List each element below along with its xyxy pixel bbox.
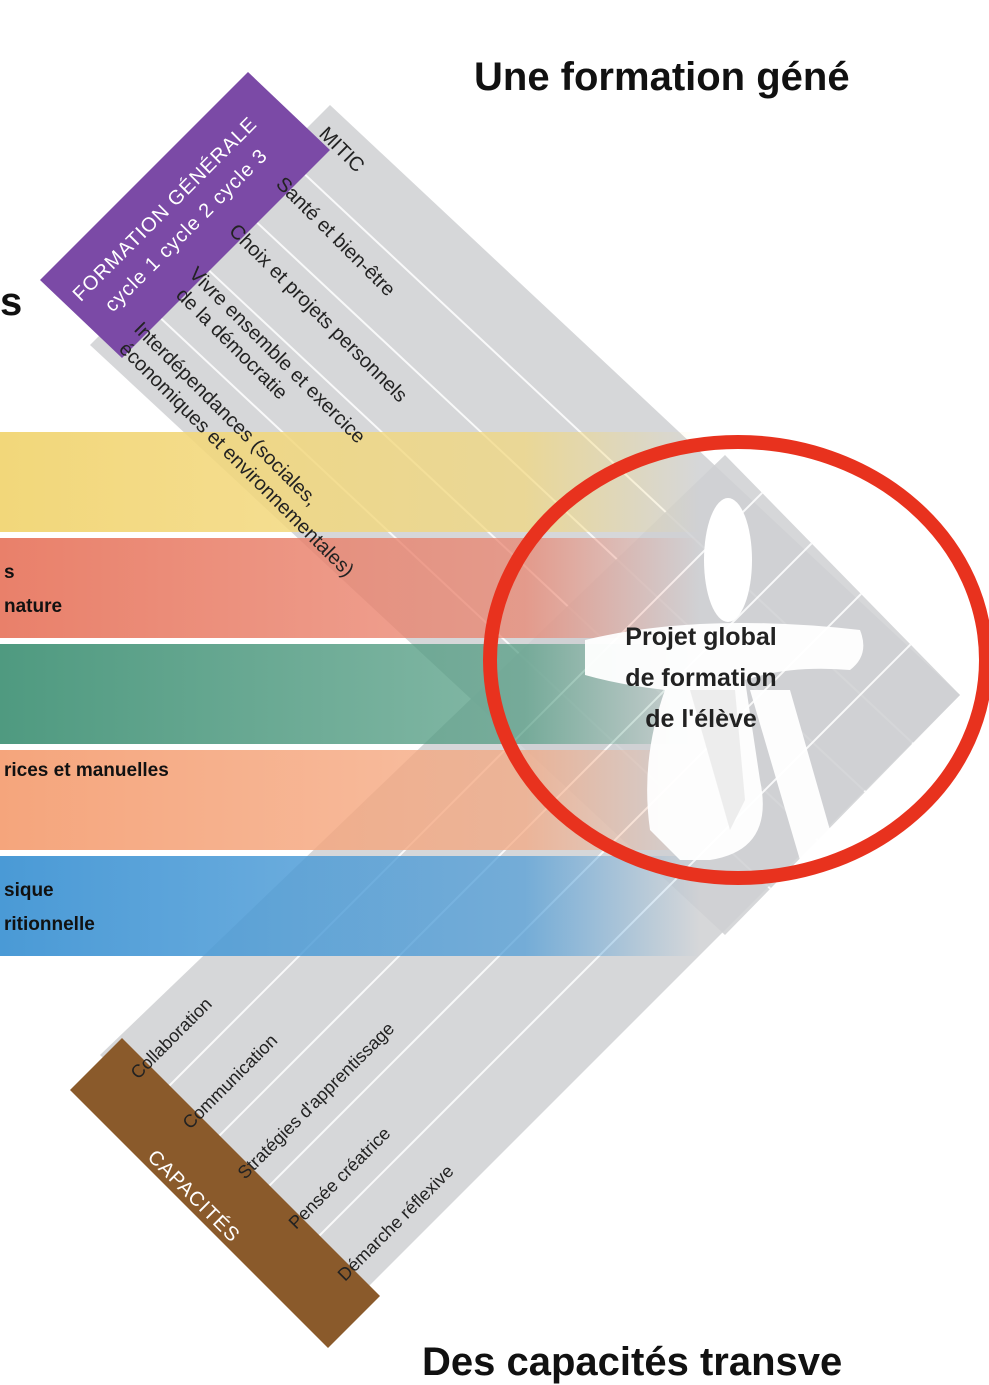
center-label: Projet global de formation de l'élève: [625, 623, 776, 733]
student-figure: [585, 498, 864, 860]
heading-bottom: Des capacités transve: [422, 1340, 843, 1384]
band-blue-line1: sique: [4, 880, 54, 901]
band-red-line2: nature: [4, 596, 62, 617]
heading-top-right: Une formation géné: [474, 55, 850, 99]
band-green: [0, 644, 700, 744]
band-red-line1: s: [4, 562, 15, 583]
center-line-1: Projet global: [625, 623, 776, 651]
band-red: [0, 538, 700, 638]
domain-bands: [0, 432, 700, 956]
heading-left-fragment: s: [0, 280, 23, 324]
highlight-circle: [483, 435, 989, 885]
band-orange-line1: rices et manuelles: [4, 760, 169, 781]
band-blue-line2: ritionnelle: [4, 914, 95, 935]
center-line-3: de l'élève: [645, 705, 757, 733]
center-line-2: de formation: [625, 664, 776, 692]
band-blue: [0, 856, 700, 956]
